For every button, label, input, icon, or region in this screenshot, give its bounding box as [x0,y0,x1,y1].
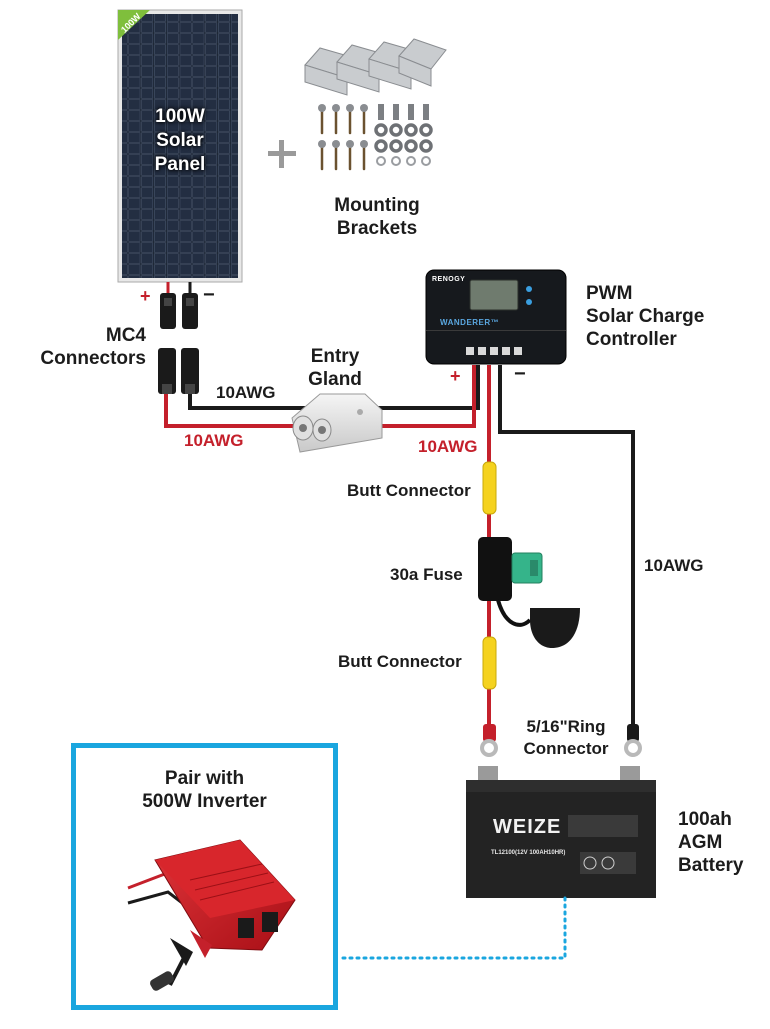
mc4-label-line: Connectors [40,348,146,369]
wire-label-black-panel: 10AWG [216,383,276,402]
butt-connector-bottom-label: Butt Connector [338,652,462,671]
panel-negative-sign: − [203,284,215,306]
entry-gland-icon [291,393,383,453]
solar-panel-label-line: Solar [156,130,204,151]
battery-model: TL12100(12V 100AH10HR) [491,850,566,856]
mounting-brackets-line: Mounting [334,195,420,216]
controller-brand: RENOGY [432,276,466,283]
panel-positive-sign: + [140,286,151,306]
solar-panel-icon [117,9,243,283]
solar-panel-label-line: 100W [155,106,205,127]
ring-connector-line: 5/16"Ring [526,717,606,736]
mounting-brackets-label: Mounting Brackets [312,194,442,240]
inverter-callout-box [71,743,338,1010]
mc4-connector-icon [158,282,199,394]
controller-label-line: PWM [586,283,633,304]
controller-positive-sign: + [450,366,461,386]
mounting-brackets-line: Brackets [336,218,418,239]
controller-model: WANDERER™ [440,318,500,327]
wire-label-black-battery: 10AWG [644,556,704,575]
entry-gland-label: Entry Gland [292,345,378,391]
inverter-label-line: 500W Inverter [142,791,267,812]
agm-battery-icon [466,766,656,898]
controller-label-line: Controller [586,329,677,350]
ring-connector-label: 5/16"Ring Connector [516,716,616,760]
solar-panel-label: 100W Solar Panel [122,105,238,177]
battery-label-line: Battery [678,855,744,876]
wire-label-red-controller: 10AWG [418,437,478,456]
wire-label-red-panel: 10AWG [184,431,244,450]
power-inverter-icon [127,839,296,991]
dotted-link-line [336,896,567,960]
solar-panel-label-line: Panel [154,154,206,175]
mc4-label-line: MC4 [105,325,146,346]
butt-connector-top-icon [482,461,497,515]
ring-connector-icon [480,724,642,757]
inverter-label-line: Pair with [164,768,245,789]
fuse-label: 30a Fuse [390,565,463,584]
controller-label-line: Solar Charge [586,306,705,327]
entry-gland-line: Gland [308,369,362,390]
plus-icon [268,140,296,168]
battery-label: 100ah AGM Battery [678,808,743,877]
negative-wires [188,365,635,728]
bracket-hardware-icon [304,38,447,171]
charge-controller-label: PWM Solar Charge Controller [586,282,704,351]
battery-label-line: 100ah [678,809,732,830]
battery-brand: WEIZE [493,816,562,838]
ring-connector-line: Connector [523,739,609,758]
inverter-label: Pair with 500W Inverter [76,767,333,813]
mc4-connectors-label: MC4 Connectors [36,324,146,370]
entry-gland-line: Entry [310,346,360,367]
butt-connector-top-label: Butt Connector [347,481,471,500]
butt-connector-bottom-icon [482,636,497,690]
inline-fuse-icon [478,537,580,648]
controller-negative-sign: − [514,363,526,385]
battery-label-line: AGM [678,832,723,853]
charge-controller-icon [425,269,567,365]
